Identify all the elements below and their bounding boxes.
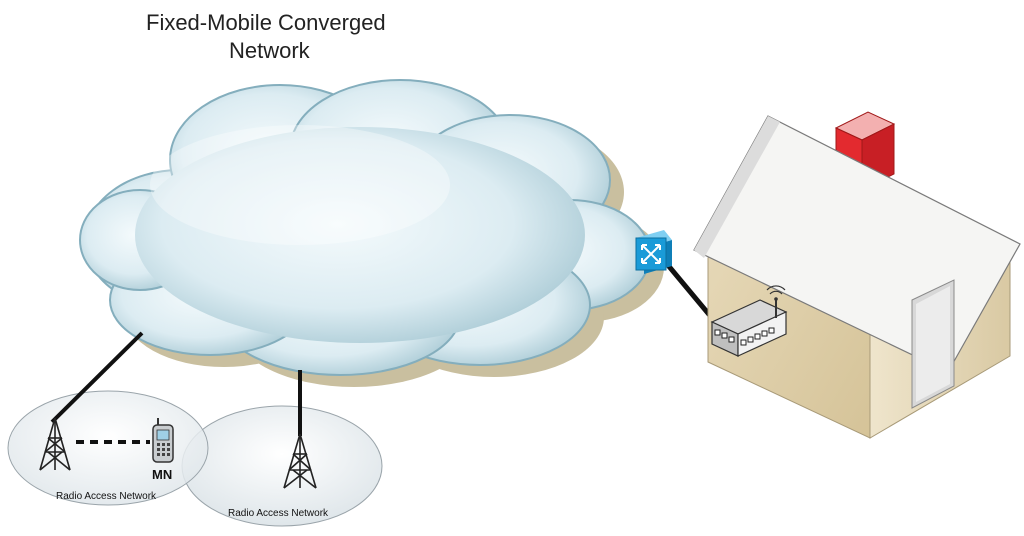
link-cloud-tower-1: [50, 331, 144, 424]
radio-access-network-label-1: Radio Access Network: [56, 491, 157, 502]
radio-access-network-label-2: Radio Access Network: [228, 508, 329, 519]
radio-access-cell-1: [7, 390, 209, 506]
phone-icon: [152, 418, 174, 463]
tower-icon: [39, 417, 71, 471]
house-icon: [693, 111, 1021, 439]
diagram-title-line-2: Network: [229, 38, 310, 63]
router-icon: [710, 285, 788, 357]
mobile-node-label: MN: [152, 467, 173, 482]
tower-icon: [283, 433, 317, 489]
switch-icon: [635, 230, 672, 274]
diagram-title-line-1: Fixed-Mobile Converged: [146, 10, 386, 35]
cloud-core: [135, 127, 585, 343]
